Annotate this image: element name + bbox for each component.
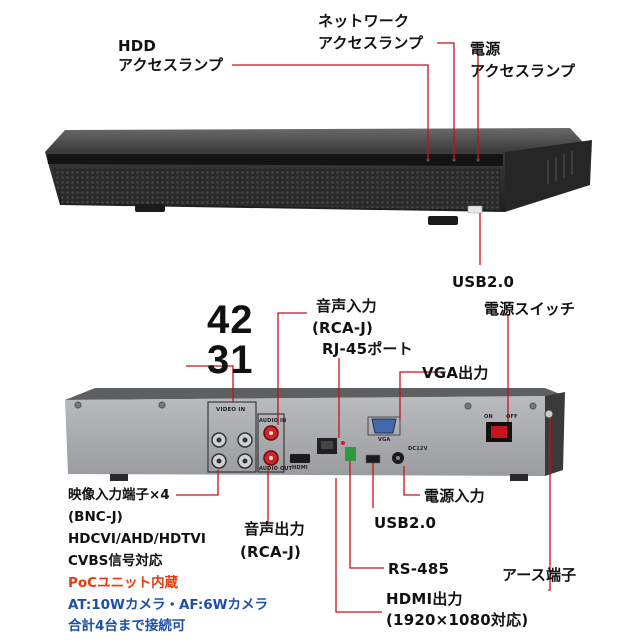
audio-frame (257, 413, 285, 473)
network-label-line2: アクセスランプ (318, 34, 424, 52)
hdmi-label-line1: HDMI出力 (386, 590, 463, 608)
side-vents (547, 151, 573, 184)
rear-screw (74, 401, 82, 409)
audio-in-label-line1: 音声入力 (316, 297, 377, 315)
front-foot-left (135, 204, 165, 212)
hdd-leader (232, 64, 429, 160)
panel-mark-on: ON (484, 414, 493, 420)
video-desc-line2: (BNC-J) (68, 509, 123, 525)
hdmi-leader (335, 478, 382, 613)
video-desc-line4: CVBS信号対応 (68, 553, 163, 569)
front-foot-right (428, 216, 458, 225)
channel-bracket (186, 365, 234, 402)
hdd-label-line1: HDD (118, 37, 157, 55)
video-desc-line1: 映像入力端子×4 (68, 487, 170, 503)
front-mesh-panel (52, 168, 500, 210)
rs485-label: RS-485 (388, 560, 450, 578)
video-desc-line3: HDCVI/AHD/HDTVI (68, 531, 206, 547)
power-led-label-line1: 電源 (470, 40, 501, 58)
rear-screw (464, 402, 472, 410)
rear-foot-right (510, 474, 528, 481)
rear-dvr-side (545, 392, 565, 476)
rear-dvr-unit (65, 388, 565, 481)
front-dvr-top (45, 128, 592, 152)
channel-number-bottom: 31 (207, 338, 254, 382)
vga-label: VGA出力 (422, 364, 489, 382)
video-desc-line7: 合計4台まで接続可 (68, 618, 186, 634)
video-desc-leader (176, 470, 219, 496)
rear-dvr-panel (65, 396, 545, 476)
panel-mark-dc: DC12V (408, 446, 428, 452)
front-glossy-strip (47, 154, 503, 166)
network-label-line1: ネットワーク (318, 12, 410, 30)
rear-screw (158, 401, 166, 409)
audio-in-label-line2: (RCA-J) (312, 319, 374, 337)
hdmi-label-line2: (1920×1080対応) (386, 611, 529, 629)
power-switch-leader (502, 314, 509, 422)
bnc-connectors (211, 432, 253, 469)
vga-port (371, 418, 397, 434)
video-desc-line6: AT:10Wカメラ・AF:6Wカメラ (68, 597, 269, 613)
audio-out-label-line1: 音声出力 (244, 520, 305, 538)
channel-number-top: 42 (207, 298, 254, 342)
usb-rear-label: USB2.0 (374, 514, 437, 532)
power-switch-label: 電源スイッチ (484, 300, 576, 318)
video-in-frame (207, 401, 257, 473)
power-input-label: 電源入力 (424, 487, 485, 505)
audio-out-label-line2: (RCA-J) (240, 543, 302, 561)
panel-mark-video-in: VIDEO IN (216, 407, 246, 413)
rear-foot-left (110, 474, 128, 481)
panel-mark-off: OFF (506, 414, 518, 420)
vga-leader (399, 371, 446, 419)
rear-usb-port (365, 454, 381, 464)
video-desc-line5: PoCユニット内蔵 (68, 575, 179, 591)
audio-in-leader (277, 312, 307, 425)
rj45-label: RJ-45ポート (322, 340, 413, 358)
panel-mark-hdmi: HDMI (292, 465, 308, 471)
rear-leader-lines (176, 312, 551, 613)
rs485-terminal (345, 447, 356, 461)
rs485-leader (349, 461, 384, 569)
network-leader (437, 42, 455, 160)
power-led-label-line2: アクセスランプ (470, 62, 576, 80)
rear-screw (529, 402, 537, 410)
panel-mark-audio-in: AUDIO IN (259, 418, 287, 424)
hdd-label-line2: アクセスランプ (118, 56, 224, 74)
front-dvr-unit (45, 128, 592, 225)
panel-mark-vga: VGA (378, 437, 391, 443)
earth-leader (548, 418, 551, 591)
earth-terminal (544, 409, 554, 419)
terminal-marker (341, 441, 345, 445)
panel-mark-audio-out: AUDIO OUT (259, 466, 293, 472)
power-input-leader (403, 466, 420, 496)
front-leader-lines (232, 42, 481, 265)
hdmi-port (290, 454, 310, 463)
usb-front-label: USB2.0 (452, 273, 515, 291)
front-usb-port (467, 205, 483, 214)
earth-label: アース端子 (502, 566, 577, 584)
